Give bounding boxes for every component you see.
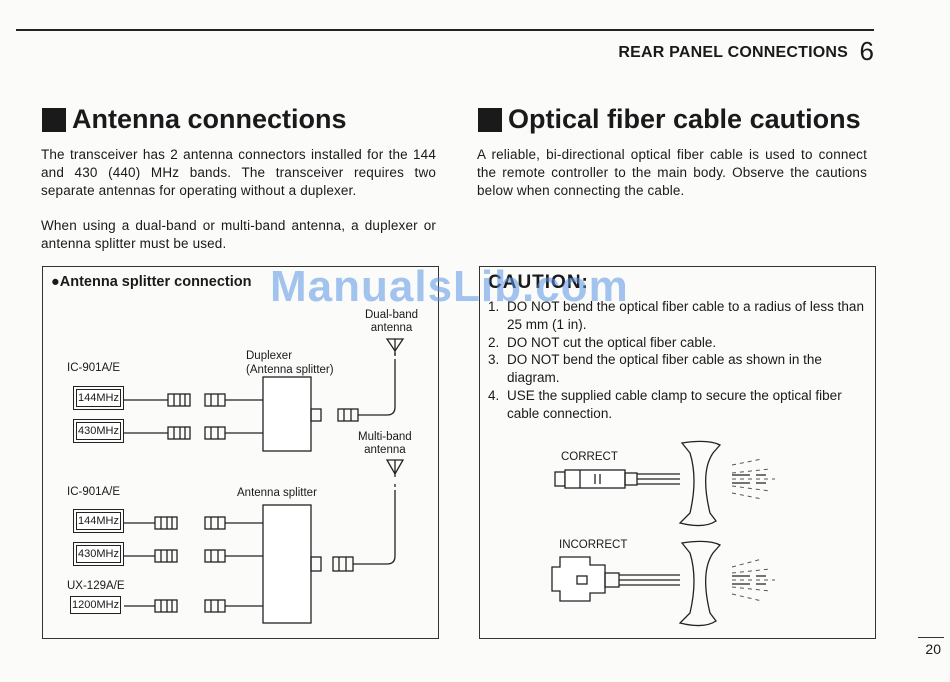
port-144-top: 144MHz	[73, 386, 124, 410]
header-rule	[16, 29, 874, 31]
port-430-top: 430MHz	[73, 419, 124, 443]
cable-to-dualband	[358, 362, 396, 416]
dualband-label-1: Dual-band	[365, 309, 419, 321]
unit-label: UX-129A/E	[67, 580, 125, 592]
multiband-label-1: Multi-band	[358, 431, 412, 443]
dualband-label: Dual-band antenna	[365, 309, 418, 335]
page-number-rule	[918, 637, 944, 638]
section-title: REAR PANEL CONNECTIONS	[618, 44, 848, 61]
caution-title: CAUTION:	[488, 272, 589, 293]
correct-connector	[554, 469, 680, 489]
antenna-paragraph-2: When using a dual-band or multi-band ant…	[41, 218, 436, 251]
antenna-splitter-diagram: ●Antenna splitter connection Dual-band a…	[42, 266, 439, 639]
caution-item-3: 3.DO NOT bend the optical fiber cable as…	[488, 352, 822, 386]
watermark: ManualsLib.com	[270, 262, 629, 311]
incorrect-connector	[551, 556, 680, 602]
multiband-label: Multi-band antenna	[358, 431, 412, 457]
cable-to-multiband	[353, 493, 396, 565]
caution-item-4: 4.USE the supplied cable clamp to secure…	[488, 387, 842, 421]
incorrect-label: INCORRECT	[559, 539, 628, 551]
splitter-label: Antenna splitter	[237, 487, 317, 499]
fiber-heading-text: Optical fiber cable cautions	[508, 104, 861, 134]
caution-item-1: 1.DO NOT bend the optical fiber cable to…	[488, 299, 864, 332]
diagram-title: ●Antenna splitter connection	[51, 274, 252, 290]
socket-144-top	[204, 393, 226, 407]
radio-label-bottom: IC-901A/E	[67, 486, 121, 498]
page-number: 20	[925, 641, 941, 657]
plug-antenna-top	[337, 408, 359, 422]
duplexer-label-1: Duplexer	[246, 350, 293, 362]
plug-antenna-bottom	[332, 556, 354, 572]
plug-430-top	[167, 426, 191, 440]
socket-430-top	[204, 426, 226, 440]
plug-144-top	[167, 393, 191, 407]
fiber-paragraph: A reliable, bi-directional optical fiber…	[477, 147, 867, 198]
dualband-label-2: antenna	[370, 322, 413, 334]
multiband-label-2: antenna	[364, 444, 406, 456]
duplexer-label: Duplexer (Antenna splitter)	[246, 349, 334, 377]
antenna-heading-text: Antenna connections	[72, 104, 347, 134]
duplexer-body	[262, 376, 312, 452]
correct-label: CORRECT	[561, 451, 618, 463]
port-144-bottom: 144MHz	[73, 509, 124, 533]
antenna-text: The transceiver has 2 antenna connectors…	[41, 146, 436, 270]
port-430-bottom: 430MHz	[73, 542, 124, 566]
heading-bullet-icon	[478, 107, 502, 132]
port-1200: 1200MHz	[70, 596, 122, 614]
fiber-heading: Optical fiber cable cautions	[478, 104, 861, 135]
heading-bullet-icon	[42, 107, 66, 132]
antenna-heading: Antenna connections	[42, 104, 347, 135]
fiber-drawing	[551, 440, 775, 627]
caution-list: 1.DO NOT bend the optical fiber cable to…	[480, 298, 865, 423]
duplexer-label-2: (Antenna splitter)	[246, 364, 334, 376]
splitter-drawing	[124, 338, 405, 624]
radio-label-top: IC-901A/E	[67, 362, 121, 374]
antenna-paragraph-1: The transceiver has 2 antenna connectors…	[41, 147, 436, 198]
correct-clamp-icon	[678, 440, 722, 527]
section-number: 6	[859, 36, 874, 66]
incorrect-clamp-icon	[678, 540, 722, 627]
caution-box: CAUTION: 1.DO NOT bend the optical fiber…	[479, 266, 876, 639]
caution-item-2: 2.DO NOT cut the optical fiber cable.	[488, 334, 717, 350]
splitter-body	[262, 504, 312, 624]
